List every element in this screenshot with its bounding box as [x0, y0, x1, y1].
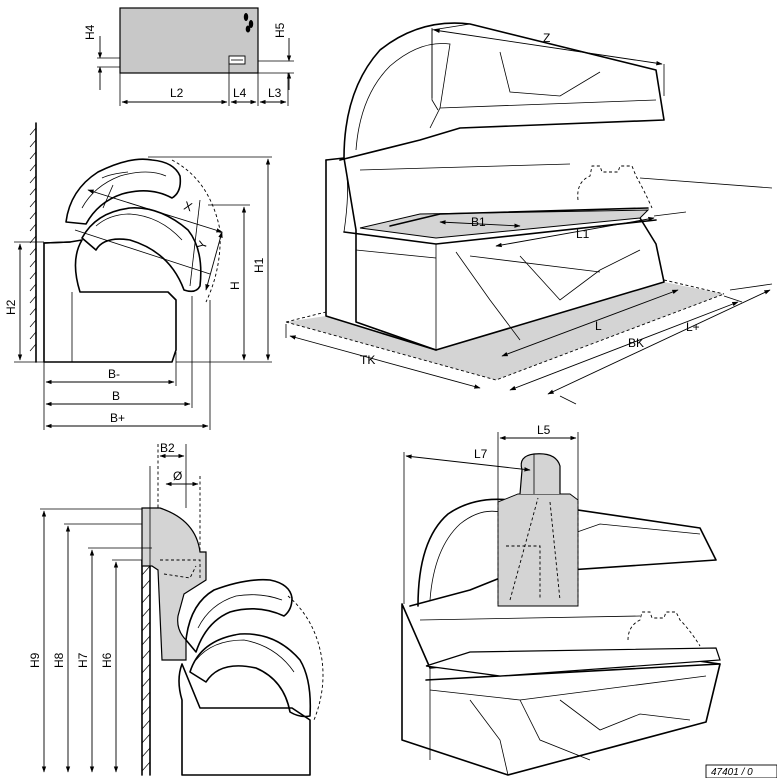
label-diameter: Ø — [173, 469, 182, 483]
label-H2: H2 — [4, 299, 18, 315]
label-H6: H6 — [100, 652, 114, 668]
label-B1: B1 — [471, 215, 486, 229]
wall-hatching — [29, 127, 37, 352]
label-Z: Z — [543, 31, 550, 45]
label-L: L — [595, 319, 602, 333]
perspective-view: Z B1 L1 L TK BK L+ — [285, 22, 773, 405]
label-B-minus: B- — [108, 367, 120, 381]
label-H9: H9 — [28, 652, 42, 668]
side-view: X Y H H1 H2 B- B B+ — [4, 122, 272, 430]
floor-plan-view: H4 H5 L2 L4 L3 — [83, 7, 294, 106]
label-L3: L3 — [268, 86, 282, 100]
label-H8: H8 — [52, 652, 66, 668]
label-L4: L4 — [233, 86, 247, 100]
label-TK: TK — [360, 353, 375, 367]
side-view-hood: B2 Ø H9 H8 H7 H6 — [28, 441, 324, 776]
label-L-plus: L+ — [686, 320, 700, 334]
label-L7: L7 — [474, 447, 488, 461]
label-B: B — [112, 389, 120, 403]
reference-number: 47401 / 0 — [711, 767, 753, 778]
label-H1: H1 — [252, 257, 266, 273]
label-L2: L2 — [170, 86, 184, 100]
label-B2: B2 — [160, 441, 175, 455]
label-L1: L1 — [576, 227, 590, 241]
label-BK: BK — [628, 336, 644, 350]
perspective-view-hood: L5 L7 — [401, 423, 721, 776]
label-L5: L5 — [537, 423, 551, 437]
label-H4: H4 — [83, 24, 97, 40]
footprints-icon — [243, 13, 254, 33]
reference-box: 47401 / 0 — [705, 764, 777, 778]
label-H7: H7 — [76, 652, 90, 668]
label-Y: Y — [195, 239, 211, 251]
label-X: X — [182, 199, 194, 215]
label-B-plus: B+ — [110, 411, 125, 425]
wall-hatching-2 — [141, 565, 151, 772]
label-H5: H5 — [273, 22, 287, 38]
label-H: H — [228, 281, 242, 290]
